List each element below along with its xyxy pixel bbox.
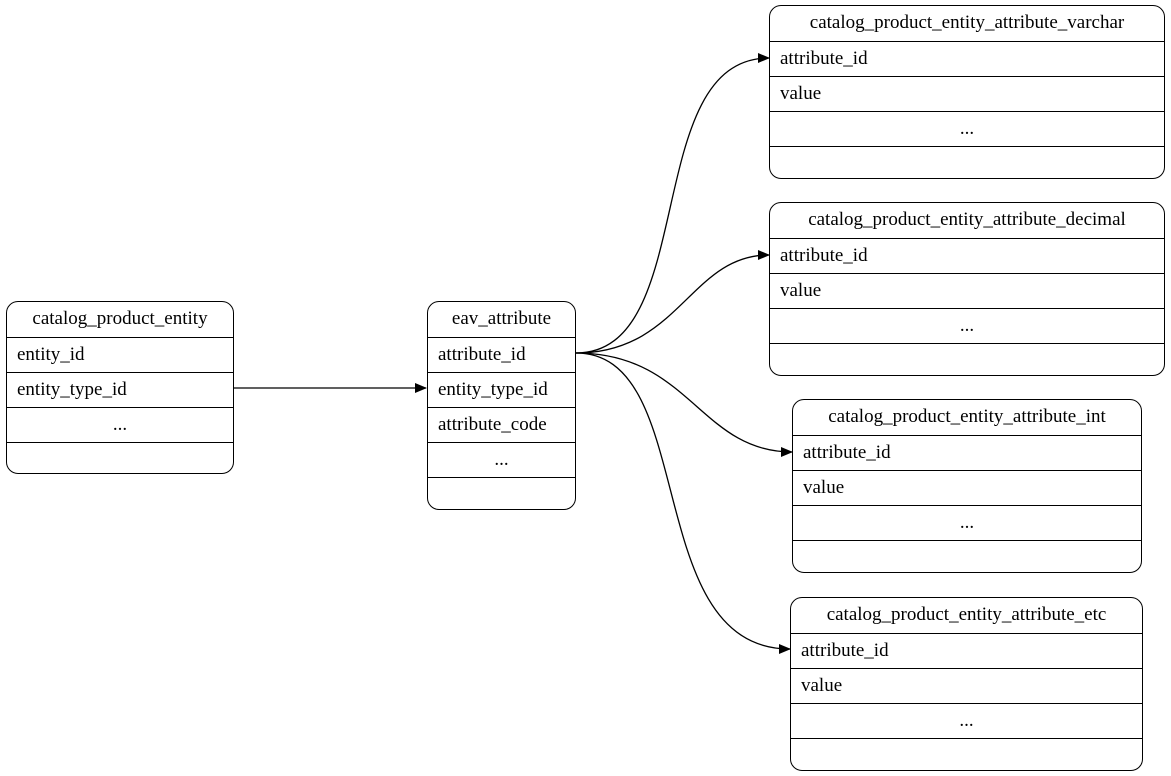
field-attribute-id: attribute_id [791,633,1142,668]
blank-row [770,146,1164,178]
edge-attribute-id-decimal [575,250,770,354]
table-title: catalog_product_entity_attribute_decimal [808,209,1126,230]
table-attribute-varchar: catalog_product_entity_attribute_varchar… [769,5,1165,179]
table-title: eav_attribute [451,308,552,329]
field-attribute-id: attribute_id [428,337,575,372]
more-fields: ... [7,407,233,442]
table-title: catalog_product_entity_attribute_varchar [809,12,1125,33]
table-attribute-decimal: catalog_product_entity_attribute_decimal… [769,202,1165,376]
edge-attribute-id-etc [575,352,791,654]
table-catalog-product-entity: catalog_product_entity entity_id entity_… [6,301,234,474]
field-entity-type-id: entity_type_id [428,372,575,407]
field-attribute-code: attribute_code [428,407,575,442]
field-value: value [770,76,1164,111]
table-title: catalog_product_entity_attribute_int [828,406,1106,427]
blank-row [791,738,1142,770]
field-entity-id: entity_id [7,337,233,372]
more-fields: ... [770,308,1164,343]
table-title: catalog_product_entity [32,308,208,329]
more-fields: ... [770,111,1164,146]
blank-row [7,442,233,473]
more-fields: ... [428,442,575,477]
more-fields: ... [793,505,1141,540]
table-title: catalog_product_entity_attribute_etc [826,604,1107,625]
field-entity-type-id: entity_type_id [7,372,233,407]
table-attribute-etc: catalog_product_entity_attribute_etc att… [790,597,1143,771]
field-attribute-id: attribute_id [770,238,1164,273]
blank-row [428,477,575,509]
table-attribute-int: catalog_product_entity_attribute_int att… [792,399,1142,573]
field-attribute-id: attribute_id [793,435,1141,470]
blank-row [770,343,1164,375]
edge-attribute-id-int [575,352,793,457]
field-value: value [793,470,1141,505]
table-eav-attribute: eav_attribute attribute_id entity_type_i… [427,301,576,510]
field-value: value [791,668,1142,703]
edge-attribute-id-varchar [575,53,770,354]
field-attribute-id: attribute_id [770,41,1164,76]
blank-row [793,540,1141,572]
field-value: value [770,273,1164,308]
more-fields: ... [791,703,1142,738]
